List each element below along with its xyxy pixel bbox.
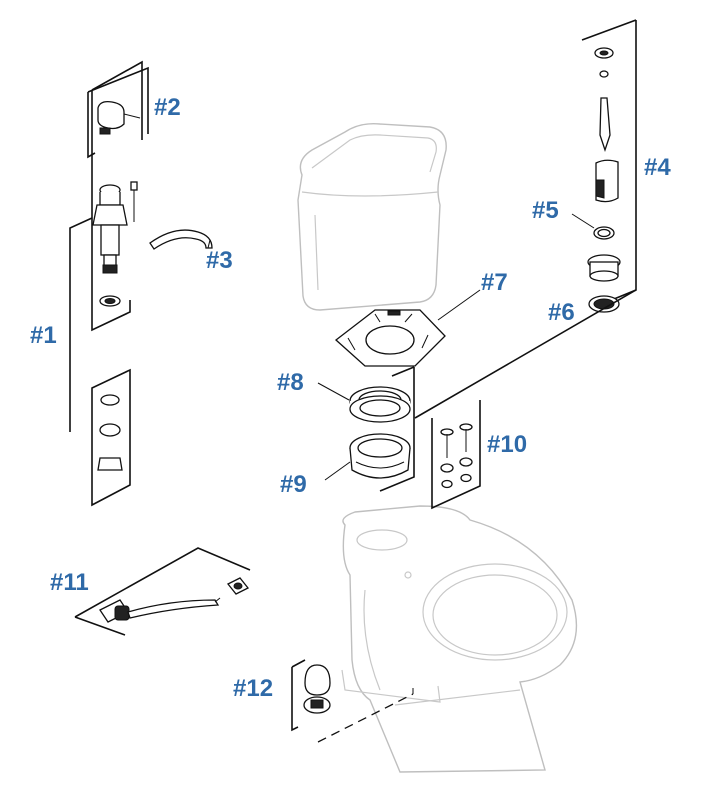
bolt-cap-part (304, 664, 331, 696)
fill-valve-group (69, 60, 143, 507)
refill-tube-part (149, 229, 213, 250)
dashed-guide-line (317, 693, 414, 743)
float-cap-part (97, 100, 125, 130)
label-8: #8 (277, 369, 304, 396)
leader-lines (207, 213, 595, 481)
label-3: #3 (206, 247, 233, 274)
tank-gasket-part (587, 254, 621, 313)
tank-bolts-group (431, 400, 481, 510)
label-2: #2 (154, 94, 181, 121)
toilet-bowl-outline (341, 505, 578, 773)
label-1: #1 (30, 322, 57, 349)
connector-line (414, 289, 637, 419)
trip-lever-group (74, 547, 251, 636)
bolt-caps-group (291, 659, 414, 743)
flush-valve-gasket-part (349, 386, 411, 423)
tank-to-bowl-gasket-part (349, 433, 411, 479)
nut-part (99, 423, 121, 437)
label-12: #12 (233, 675, 273, 702)
flush-valve-group (581, 19, 637, 309)
toilet-tank-outline (297, 122, 447, 311)
label-9: #9 (280, 471, 307, 498)
bolt-cap-base-part (303, 696, 331, 714)
trip-lever-part (99, 597, 221, 623)
label-10: #10 (487, 431, 527, 458)
gasket-panel (379, 366, 415, 492)
tank-bolt-part-2 (459, 423, 473, 483)
coupling-nut-part (97, 457, 123, 471)
tank-mounting-bracket-part (334, 309, 446, 367)
label-5: #5 (532, 197, 559, 224)
label-11: #11 (50, 569, 89, 596)
label-6: #6 (548, 299, 575, 326)
washer-part (100, 394, 120, 406)
label-7: #7 (481, 269, 508, 296)
fill-valve-part (92, 181, 138, 307)
float-cap-group (87, 66, 149, 159)
flush-valve-parts (594, 47, 619, 203)
trip-lever-nut-part (226, 577, 250, 595)
label-4: #4 (644, 154, 671, 181)
tank-bolt-part (440, 428, 454, 489)
